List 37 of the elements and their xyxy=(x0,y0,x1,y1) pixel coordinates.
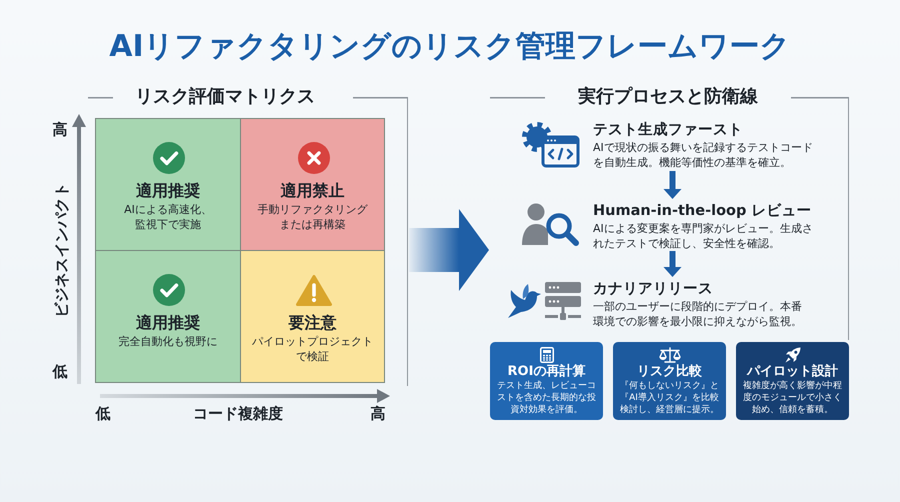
card-title: リスク比較 xyxy=(637,364,702,380)
axis-label: 高 xyxy=(52,120,68,140)
card-text: テスト生成、レビューコストを含めた長期的な投資対効果を評価。 xyxy=(496,380,596,416)
section-heading: リスク評価マトリクス xyxy=(135,86,315,108)
matrix-quadrant xyxy=(95,118,241,251)
card-title: ROIの再計算 xyxy=(508,364,586,380)
step-title: カナリアリリース xyxy=(593,280,713,298)
quadrant-text: 手動リファクタリングまたは再構築 xyxy=(256,202,369,232)
card-title: パイロット設計 xyxy=(747,364,838,380)
step-text: AIによる変更案を専門家がレビュー。生成されたテストで検証し、安全性を確認。 xyxy=(593,221,814,251)
diagram-title: AIリファクタリングのリスク管理フレームワーク xyxy=(109,28,791,66)
quadrant-heading: 適用禁止 xyxy=(280,181,344,201)
info-card xyxy=(490,342,603,420)
quadrant-text: AIによる高速化、監視下で実施 xyxy=(123,202,213,232)
axis-label: ビジネスインパクト xyxy=(52,182,72,318)
axis-label: 低 xyxy=(52,362,68,382)
matrix-quadrant xyxy=(240,250,385,383)
info-card xyxy=(736,342,849,420)
quadrant-heading: 要注意 xyxy=(288,313,336,333)
step-text: AIで現状の振る舞いを記録するテストコードを自動生成。機能等価性の基準を確立。 xyxy=(593,140,814,170)
axis-label: 低 xyxy=(96,404,110,424)
quadrant-text: パイロットプロジェクトで検証 xyxy=(251,334,374,364)
matrix-quadrant xyxy=(95,250,241,383)
step-title: テスト生成ファースト xyxy=(593,121,743,139)
axis-label: コード複雑度 xyxy=(193,404,283,424)
card-text: 複雑度が高く影響が中程度のモジュールで小さく始め、信頼を蓄積。 xyxy=(742,380,842,416)
card-text: 『何もしないリスク』と『AI導入リスク』を比較検討し、経営層に提示。 xyxy=(619,380,720,416)
step-title: Human-in-the-loop レビュー xyxy=(593,202,812,220)
quadrant-text: 完全自動化も視野に xyxy=(118,334,218,349)
arrow xyxy=(409,209,489,291)
quadrant-heading: 適用推奨 xyxy=(136,313,200,333)
step-text: 一部のユーザーに段階的にデプロイ。本番環境での影響を最小限に抑えながら監視。 xyxy=(593,299,803,329)
info-card xyxy=(613,342,726,420)
axis-label: 高 xyxy=(370,404,386,424)
matrix-quadrant xyxy=(240,118,385,251)
section-heading: 実行プロセスと防衛線 xyxy=(578,86,758,108)
quadrant-heading: 適用推奨 xyxy=(136,181,200,201)
